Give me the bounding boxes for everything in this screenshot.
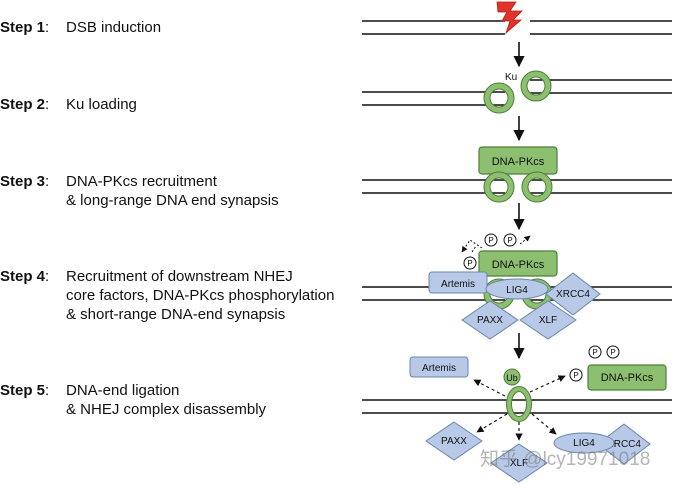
ku-heterodimer-step-2 [483,70,552,114]
xlf-shape-step-4 [519,300,577,340]
xlf-label-step-4: XLF [539,315,557,326]
phospho-label-2: P [507,236,512,245]
phospho-label-4: P [592,348,597,357]
step-2-number: Step 2: [0,96,50,113]
step-5-number: Step 5: [0,382,50,399]
watermark: 知乎 @lcy19971018 [480,449,651,470]
step-5-line-1: DNA-end ligation [66,382,180,399]
phospho-label-6: P [573,371,578,380]
dna-step-5 [362,399,672,414]
phospho-label-5: P [610,348,615,357]
paxx-shape-step-5 [425,421,483,461]
step-3-number: Step 3: [0,173,50,190]
phospho-label-1: P [488,236,493,245]
artemis-box-step-5 [409,356,469,378]
step-5-line-2: & NHEJ complex disassembly [66,401,267,418]
step-1-line-1: DSB induction [66,19,162,36]
lig4-shape-step-5 [553,432,615,454]
artemis-box-step-4 [428,271,488,294]
lightning-bolt-icon [496,1,523,35]
dnapkcs-box-step-4 [478,250,558,277]
artemis-label-step-5: Artemis [422,363,456,374]
step-3-line-2: & long-range DNA end synapsis [66,192,279,209]
phospho-sites-step-5 [569,345,620,382]
step-1-number: Step 1: [0,19,50,36]
ku-label: Ku [505,72,517,83]
phospho-arrows-step-4 [461,235,531,253]
artemis-label-step-4: Artemis [441,279,475,290]
xlf-label-step-5: XLF [510,458,528,469]
xlf-shape-step-5 [490,443,548,483]
xrcc4-shape-step-4 [545,272,601,316]
phospho-label-3: P [467,259,472,268]
step-2-line-1: Ku loading [66,96,137,113]
lig4-label-step-5: LIG4 [573,438,595,449]
disassembly-arrows [473,375,566,441]
step-4-line-2: core factors, DNA-PKcs phosphorylation [66,287,335,304]
dnapkcs-box-step-3 [478,146,558,175]
step-4-line-3: & short-range DNA-end synapsis [66,306,286,323]
lig4-label-step-4: LIG4 [506,285,528,296]
ku-heterodimer-step-3 [483,171,553,203]
dnapkcs-box-step-5 [587,364,667,391]
paxx-label-step-5: PAXX [441,436,467,447]
xrcc4-label-step-4: XRCC4 [556,289,590,300]
dna-step-3 [362,179,672,194]
ubiquitin-tag [503,368,521,386]
ku-ring-step-5 [506,386,532,422]
xrcc4-label-step-5: XRCC4 [607,439,641,450]
dna-step-1 [362,20,672,35]
phospho-sites-step-4 [463,233,517,270]
step-4-line-1: Recruitment of downstream NHEJ [66,268,293,285]
paxx-label-step-4: PAXX [477,315,503,326]
step-4-number: Step 4: [0,268,50,285]
dnapkcs-label-step-4: DNA-PKcs [492,259,545,271]
dnapkcs-label-step-3: DNA-PKcs [492,156,545,168]
lig4-shape-step-4 [485,278,549,300]
dnapkcs-label-step-5: DNA-PKcs [601,372,654,384]
ubiquitin-label: Ub [506,373,518,383]
dna-step-2 [362,79,672,106]
paxx-shape-step-4 [461,300,519,340]
step-3-line-1: DNA-PKcs recruitment [66,173,217,190]
